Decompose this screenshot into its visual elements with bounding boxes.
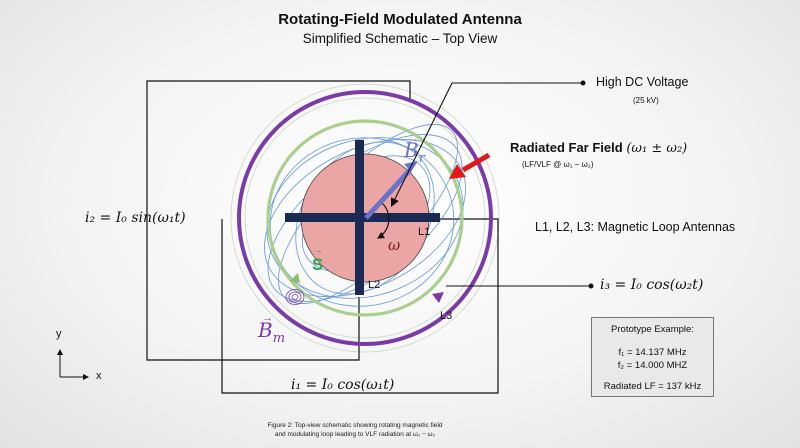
leader-high-voltage-dot [580, 80, 586, 86]
prototype-f2: f₂ = 14.000 MHZ [617, 360, 688, 371]
omega-label: ω [388, 236, 401, 254]
figure-caption: Figure 2: Top-view schematic showing rot… [0, 421, 710, 439]
i1-equation: i₁ = I₀ cos(ω₁t) [291, 377, 395, 393]
wire-i2 [146, 80, 411, 361]
l2-label: L2 [368, 279, 381, 291]
page-subtitle: Simplified Schematic – Top View [302, 31, 498, 46]
rotating-s-ring [266, 119, 464, 317]
br-vector-mark: → [408, 133, 419, 145]
high-voltage-label: High DC Voltage [596, 75, 689, 89]
leader-i3-dot [588, 283, 594, 289]
radiated-far-field-label: Radiated Far Field (ω₁ ± ω₂) [510, 140, 687, 156]
page-title: Rotating-Field Modulated Antenna [278, 11, 522, 28]
caption-line-1: Figure 2: Top-view schematic showing rot… [267, 422, 443, 429]
axes-indicator [57, 349, 89, 380]
l3-label: L3 [440, 310, 453, 322]
radiated-far-field-text: Radiated Far Field [510, 140, 623, 155]
axis-x-label: x [96, 370, 102, 382]
cross-conductors [285, 140, 440, 295]
halo-rings [230, 83, 500, 353]
prototype-f1: f₁ = 14.137 MHz [618, 347, 687, 358]
prototype-heading: Prototype Example: [611, 324, 694, 335]
bm-letter: B [258, 318, 273, 342]
radiated-far-field-math: (ω₁ ± ω₂) [626, 141, 688, 156]
s-vector-mark: → [313, 245, 323, 256]
i2-equation: i₂ = I₀ sin(ω₁t) [85, 210, 186, 226]
prototype-example-box: Prototype Example: f₁ = 14.137 MHz f₂ = … [591, 317, 714, 397]
red-radiation-arrow [449, 152, 491, 179]
axis-y-label: y [56, 328, 62, 340]
leader-high-voltage-diag [390, 82, 453, 207]
bm-subscript: m [272, 331, 286, 346]
prototype-radiated: Radiated LF = 137 kHz [603, 381, 702, 392]
l3-direction-arrow [432, 292, 444, 303]
high-voltage-value: (25 kV) [633, 96, 659, 105]
bm-spiral [285, 289, 305, 305]
br-label: Br [404, 138, 425, 166]
l1-label: L1 [418, 226, 431, 238]
outer-loop-l3 [237, 90, 493, 346]
i3-equation: i₃ = I₀ cos(ω₂t) [600, 277, 704, 293]
wire-i1 [221, 218, 499, 394]
bm-vector-mark: → [262, 312, 273, 324]
caption-line-2: and modulating loop leading to VLF radia… [274, 431, 436, 438]
s-ring-arrow [290, 273, 300, 283]
bm-label: Bm [258, 318, 285, 346]
loop-antennas-label: L1, L2, L3: Magnetic Loop Antennas [535, 220, 736, 234]
br-letter: B [404, 138, 419, 162]
omega-rotation-arrow [376, 202, 390, 239]
s-label: S [312, 255, 324, 274]
br-subscript: r [418, 151, 425, 166]
lf-vlf-label: (LF/VLF @ ω₁ − ω₂) [522, 160, 594, 169]
